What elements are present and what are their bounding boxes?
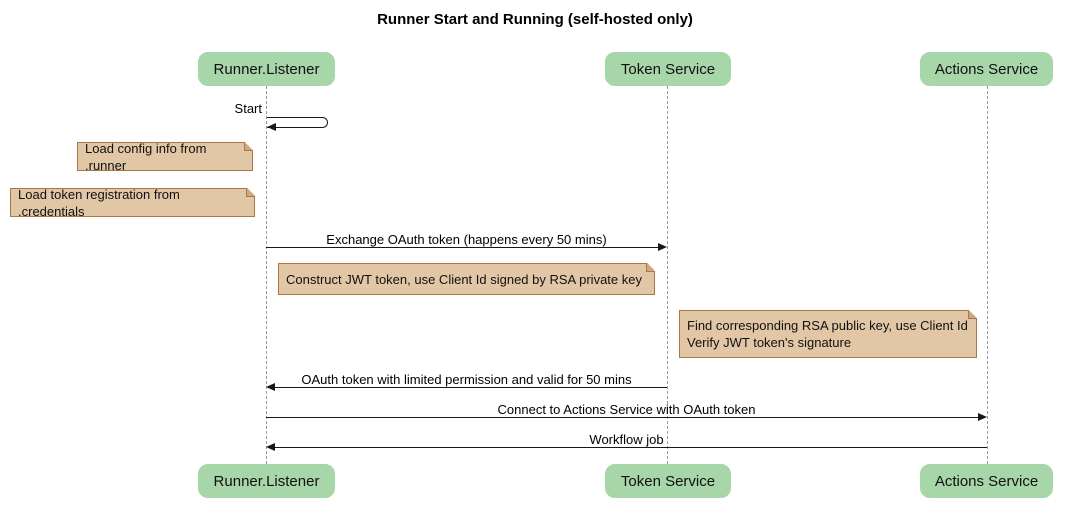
note-load-config-text: Load config info from .runner bbox=[85, 140, 207, 173]
note-fold-icon bbox=[244, 142, 253, 151]
note-fold-icon bbox=[968, 310, 977, 319]
message-oauth-token-label: OAuth token with limited permission and … bbox=[301, 372, 632, 387]
note-fold-icon bbox=[246, 188, 255, 197]
message-workflow-job-line bbox=[273, 447, 987, 448]
note-load-token-registration-text: Load token registration from .credential… bbox=[18, 186, 180, 219]
message-start-arrowhead-icon bbox=[267, 123, 276, 131]
participant-actions-service-top: Actions Service bbox=[920, 52, 1053, 86]
participant-token-service-bottom: Token Service bbox=[605, 464, 731, 498]
lifeline-actions-service bbox=[987, 86, 988, 464]
message-workflow-job-label: Workflow job bbox=[589, 432, 664, 447]
participant-runner-listener-top: Runner.Listener bbox=[198, 52, 335, 86]
message-connect-actions-arrowhead-icon bbox=[978, 413, 987, 421]
message-connect-actions-label: Connect to Actions Service with OAuth to… bbox=[497, 402, 756, 417]
message-start-label: Start bbox=[234, 101, 262, 116]
note-verify-jwt: Find corresponding RSA public key, use C… bbox=[679, 310, 977, 358]
diagram-title: Runner Start and Running (self-hosted on… bbox=[377, 11, 693, 28]
message-oauth-token-line bbox=[273, 387, 667, 388]
participant-token-service-top: Token Service bbox=[605, 52, 731, 86]
message-workflow-job-arrowhead-icon bbox=[266, 443, 275, 451]
participant-actions-service-bottom: Actions Service bbox=[920, 464, 1053, 498]
message-start-loop-line bbox=[267, 117, 328, 128]
message-exchange-oauth-label: Exchange OAuth token (happens every 50 m… bbox=[326, 232, 607, 247]
message-exchange-oauth-arrowhead-icon bbox=[658, 243, 667, 251]
participant-runner-listener-bottom: Runner.Listener bbox=[198, 464, 335, 498]
note-verify-jwt-text: Find corresponding RSA public key, use C… bbox=[687, 318, 968, 350]
message-oauth-token-arrowhead-icon bbox=[266, 383, 275, 391]
lifeline-runner-listener bbox=[266, 86, 267, 464]
note-construct-jwt-text: Construct JWT token, use Client Id signe… bbox=[286, 271, 642, 287]
note-fold-icon bbox=[646, 263, 655, 272]
note-load-token-registration: Load token registration from .credential… bbox=[10, 186, 255, 219]
note-load-config: Load config info from .runner bbox=[77, 140, 253, 173]
message-exchange-oauth-line bbox=[266, 247, 660, 248]
lifeline-token-service bbox=[667, 86, 668, 464]
note-construct-jwt: Construct JWT token, use Client Id signe… bbox=[278, 263, 655, 295]
message-connect-actions-line bbox=[266, 417, 980, 418]
